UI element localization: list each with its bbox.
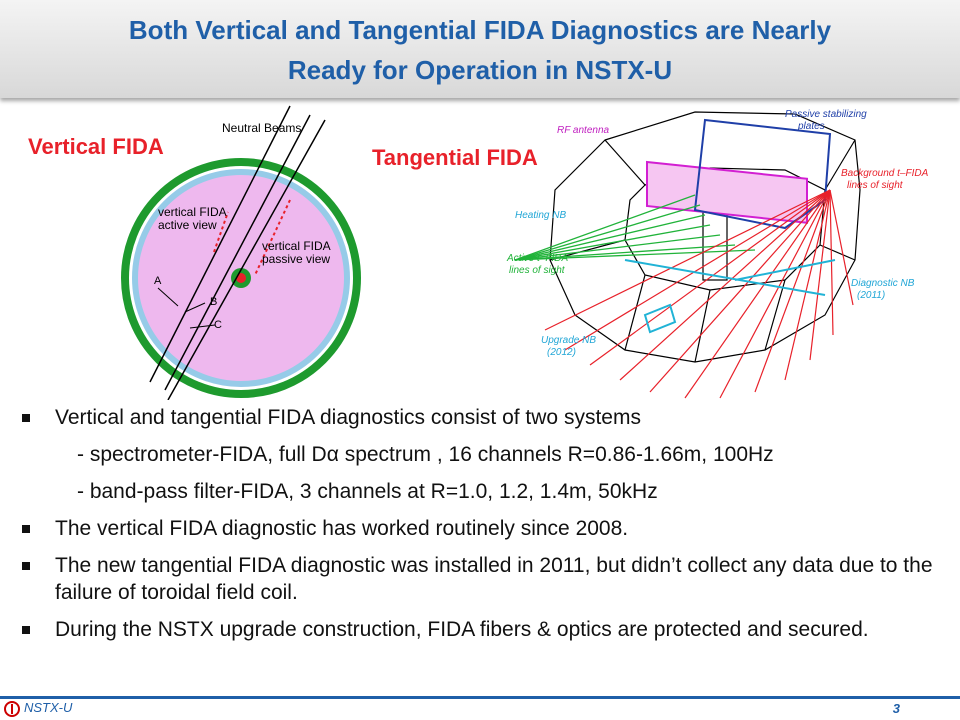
footer-rule [0, 696, 960, 699]
bullet-text: The new tangential FIDA diagnostic was i… [55, 554, 933, 604]
beam-line-a [149, 105, 291, 383]
diagnostic-nb-text-2: (2011) [857, 290, 885, 301]
active-text-2: lines of sight [509, 265, 566, 276]
tangential-fida-label: Tangential FIDA [372, 145, 538, 170]
bullet-text: During the NSTX upgrade construction, FI… [55, 618, 869, 641]
upgrade-nb-box [643, 303, 677, 334]
bullet-item: During the NSTX upgrade construction, FI… [22, 616, 952, 643]
pointer-b [184, 302, 206, 313]
sub-item: - band-pass filter-FIDA, 3 channels at R… [77, 480, 658, 503]
upgrade-nb-text-1: Upgrade NB [541, 335, 596, 346]
pointer-a [157, 287, 179, 307]
bullet-text: The vertical FIDA diagnostic has worked … [55, 517, 629, 540]
beam-line-c [167, 119, 326, 400]
slide-title-line-1: Both Vertical and Tangential FIDA Diagno… [128, 15, 832, 45]
active-view-text-1: vertical FIDA [158, 205, 227, 219]
passive-view-text-1: vertical FIDA [262, 239, 331, 253]
nstx-logo-icon [4, 701, 20, 717]
heating-nb-beam [624, 259, 826, 296]
slide-title-line-2: Ready for Operation in NSTX-U [287, 55, 673, 85]
beam-label-a: A [154, 275, 162, 287]
active-sightlines [514, 194, 756, 261]
bullet-marker [22, 626, 30, 634]
passive-plates-text-2: plates [797, 121, 825, 132]
vertical-fida-diagram: Neutral Beams vertical FIDA active view … [121, 105, 361, 400]
active-view-text-2: active view [158, 218, 217, 232]
passive-view-sightline [254, 199, 291, 276]
beam-line-b [164, 114, 311, 391]
heating-nb-text: Heating NB [515, 210, 566, 221]
bullet-item: The vertical FIDA diagnostic has worked … [22, 515, 952, 542]
bullet-item: Vertical and tangential FIDA diagnostics… [22, 404, 952, 431]
diagnostic-nb-beam [734, 259, 836, 281]
footer: NSTX-U 3 [0, 696, 960, 720]
bullet-marker [22, 414, 30, 422]
rf-antenna-text: RF antenna [557, 125, 610, 136]
beam-label-c: C [214, 319, 222, 331]
background-text-1: Background t–FIDA [841, 168, 929, 179]
background-sightlines [544, 189, 854, 399]
upgrade-nb-text-2: (2012) [547, 347, 576, 358]
slide-title: Both Vertical and Tangential FIDA Diagno… [0, 10, 960, 90]
vertical-fida-label: Vertical FIDA [28, 134, 164, 159]
pointer-c [189, 324, 216, 329]
passive-view-text-2: passive view [262, 252, 330, 266]
center-core [236, 273, 246, 283]
sub-item: - spectrometer-FIDA, full Dα spectrum , … [77, 443, 774, 466]
bullet-item: The new tangential FIDA diagnostic was i… [22, 552, 952, 606]
footer-org: NSTX-U [24, 700, 73, 715]
passive-plates-text-1: Passive stabilizing [785, 109, 867, 120]
active-view-sightline [213, 211, 229, 253]
bullet-text: Vertical and tangential FIDA diagnostics… [55, 406, 641, 429]
outer-vessel-ring [121, 158, 361, 398]
passive-plates-shape [693, 118, 832, 230]
bullet-marker [22, 562, 30, 570]
diagnostic-nb-text-1: Diagnostic NB [851, 278, 915, 289]
bullet-marker [22, 525, 30, 533]
beam-label-b: B [210, 296, 217, 308]
neutral-beams-text: Neutral Beams [222, 121, 301, 135]
active-text-1: Active t–FIDA [506, 253, 568, 264]
title-bar [0, 0, 960, 98]
tangential-fida-diagram: Passive stabilizing plates RF antenna Ba… [506, 109, 929, 399]
page-number: 3 [892, 701, 900, 716]
background-text-2: lines of sight [847, 180, 904, 191]
bullet-list: Vertical and tangential FIDA diagnostics… [22, 404, 952, 653]
